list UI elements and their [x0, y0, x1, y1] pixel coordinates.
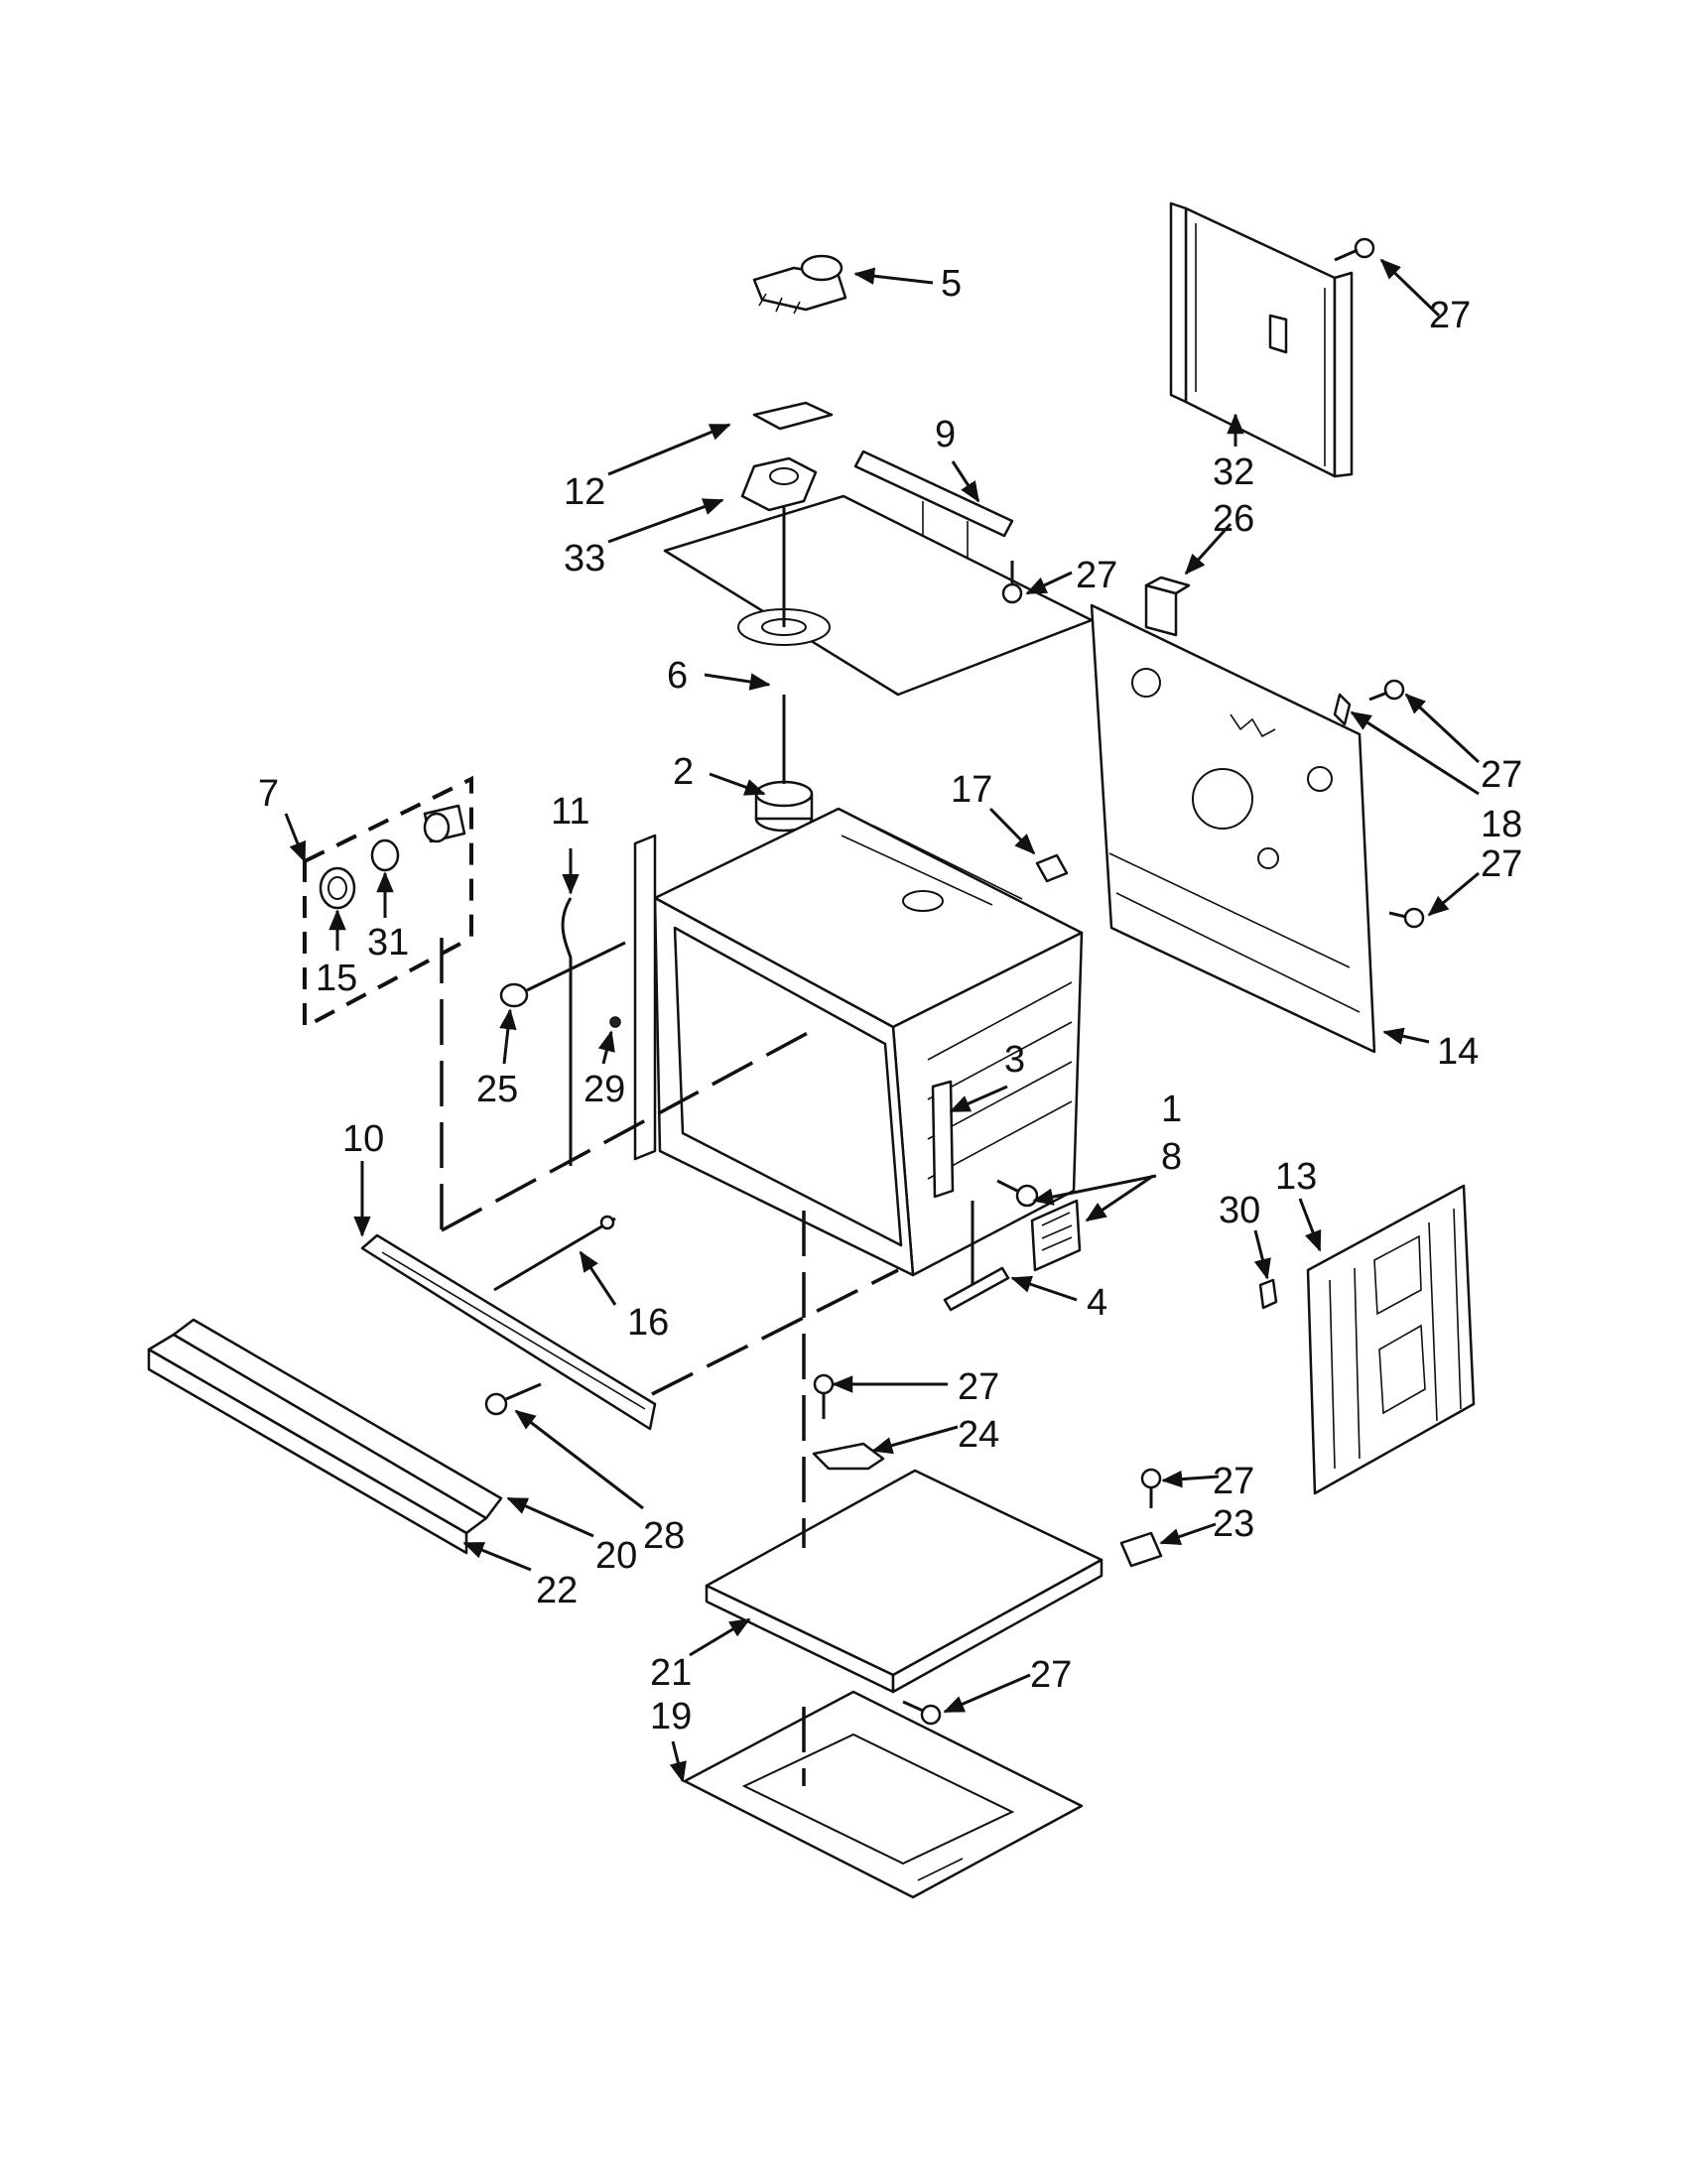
label-26: 26: [1213, 498, 1254, 540]
part-24-bracket: [812, 1442, 885, 1471]
part-32-rear-panel: [1169, 201, 1354, 478]
label-9: 9: [935, 414, 956, 455]
part-19-bottom-panel: [683, 1690, 1084, 1899]
label-18: 18: [1481, 804, 1522, 845]
label-27-c: 27: [1481, 754, 1522, 796]
part-25-plug: [499, 941, 626, 1008]
part-26-bracket: [1144, 576, 1191, 637]
part-10-front-trim: [360, 1233, 657, 1431]
part-30-clip: [1258, 1278, 1278, 1310]
label-30: 30: [1219, 1190, 1260, 1231]
label-31: 31: [367, 922, 409, 964]
label-29: 29: [584, 1069, 625, 1110]
part-13-side-panel: [1306, 1184, 1476, 1495]
label-27-b: 27: [1076, 555, 1117, 596]
label-11: 11: [551, 791, 589, 833]
label-19: 19: [650, 1696, 692, 1737]
label-32: 32: [1213, 451, 1254, 493]
label-27-g: 27: [1030, 1654, 1072, 1696]
label-33: 33: [564, 538, 605, 579]
label-27-f: 27: [1213, 1461, 1254, 1502]
label-17: 17: [951, 769, 992, 811]
part-5-switch: [752, 254, 847, 315]
label-2: 2: [673, 751, 694, 793]
part-21-bottom-plate: [705, 1469, 1103, 1694]
label-21: 21: [650, 1652, 692, 1694]
label-27-a: 27: [1429, 295, 1471, 336]
leader-arrows: [284, 258, 1481, 1783]
part-23-bracket: [1119, 1531, 1163, 1568]
label-5: 5: [941, 263, 962, 305]
part-4-hinge-bracket: [943, 1201, 1010, 1312]
part-18-clip: [1333, 693, 1352, 726]
part-8-vent: [1030, 1199, 1082, 1272]
label-4: 4: [1087, 1282, 1107, 1324]
label-20: 20: [595, 1535, 637, 1577]
part-2-motor: [754, 695, 814, 833]
part-12-cover: [752, 401, 834, 431]
label-13: 13: [1275, 1156, 1317, 1198]
label-10: 10: [342, 1118, 384, 1160]
part-20-trim: [172, 1318, 503, 1520]
label-23: 23: [1213, 1503, 1254, 1545]
label-1: 1: [1161, 1089, 1182, 1130]
label-6: 6: [667, 655, 688, 697]
label-27-d: 27: [1481, 843, 1522, 885]
label-25: 25: [476, 1069, 518, 1110]
label-15: 15: [316, 958, 357, 999]
part-33-cover: [740, 456, 818, 512]
part-22-lower-trim: [147, 1333, 488, 1555]
label-7: 7: [258, 773, 279, 815]
part-6-top-plate: [663, 494, 1094, 697]
label-16: 16: [627, 1302, 669, 1344]
label-22: 22: [536, 1570, 578, 1611]
callout-labels: 5 27 32 26 9 12 33 27 6 2 17 27 18 27 14…: [258, 263, 1522, 1737]
label-28: 28: [643, 1515, 685, 1557]
assembly-lines: [440, 938, 899, 1786]
part-28-screw: [484, 1382, 542, 1416]
label-14: 14: [1437, 1031, 1479, 1073]
label-8: 8: [1161, 1136, 1182, 1178]
part-14-rear-main-panel: [1090, 603, 1376, 1054]
part-17-latch: [1035, 853, 1069, 883]
part-16-sensor: [493, 1215, 616, 1292]
label-3: 3: [1004, 1039, 1025, 1081]
part-3-side-bracket: [931, 1080, 955, 1199]
part-7-light-assembly: [303, 775, 473, 1031]
part-29-screw: [609, 1016, 621, 1028]
label-24: 24: [958, 1414, 999, 1456]
part-11-gasket: [561, 897, 573, 1166]
label-27-e: 27: [958, 1366, 999, 1408]
label-12: 12: [564, 471, 605, 513]
part-27-screws: [813, 237, 1425, 1726]
